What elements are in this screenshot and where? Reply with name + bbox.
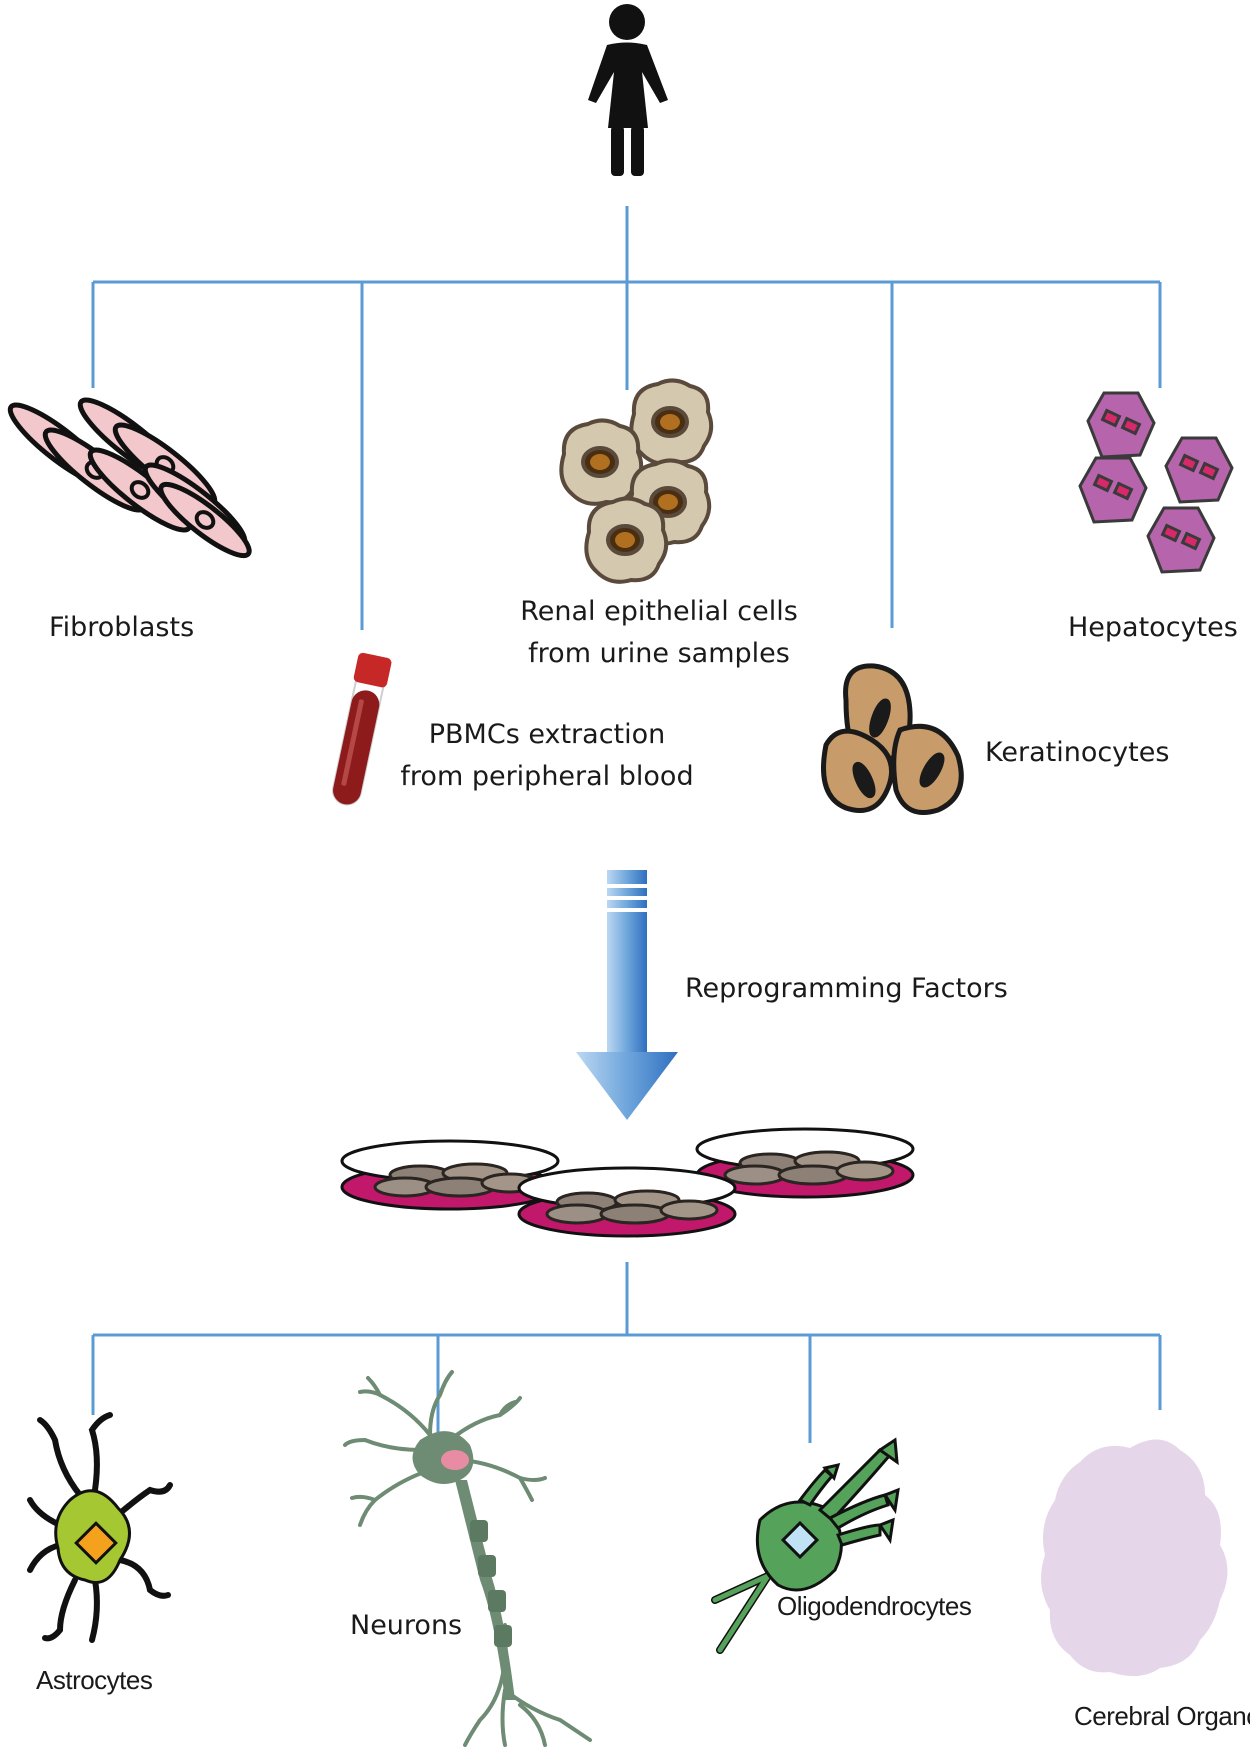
- renal-label-line1: Renal epithelial cells: [520, 596, 798, 627]
- blood-tube-icon: [332, 652, 392, 806]
- cerebral-organoid-icon: [1041, 1439, 1228, 1677]
- fibroblasts-label: Fibroblasts: [49, 612, 195, 643]
- astrocyte-icon: [27, 1412, 173, 1643]
- top-branch-lines: [91, 206, 1162, 630]
- pbmc-label-line1: PBMCs extraction: [428, 719, 666, 750]
- ipsc-dishes-icon: [340, 1127, 915, 1238]
- keratinocytes-icon: [821, 663, 964, 815]
- neurons-label: Neurons: [350, 1610, 463, 1641]
- bottom-branch-lines: [91, 1262, 1162, 1443]
- renal-label-line2: from urine samples: [528, 638, 790, 669]
- person-icon: [588, 4, 668, 176]
- neuron-icon: [343, 1370, 592, 1747]
- fibroblasts-icon: [7, 397, 252, 559]
- hepatocytes-label: Hepatocytes: [1068, 612, 1238, 643]
- cerebral-organoid-label: Cerebral Organoid: [1074, 1701, 1250, 1731]
- oligodendrocyte-icon: [711, 1437, 900, 1654]
- oligodendrocytes-label: Oligodendrocytes: [777, 1591, 972, 1621]
- reprogramming-arrow: [576, 870, 678, 1120]
- keratinocytes-label: Keratinocytes: [985, 737, 1170, 768]
- hepatocytes-icon: [1078, 391, 1234, 574]
- renal-cells-icon: [559, 378, 714, 584]
- astrocytes-label: Astrocytes: [36, 1665, 153, 1695]
- pbmc-label-line2: from peripheral blood: [400, 761, 694, 792]
- reprogramming-factors-label: Reprogramming Factors: [685, 973, 1008, 1004]
